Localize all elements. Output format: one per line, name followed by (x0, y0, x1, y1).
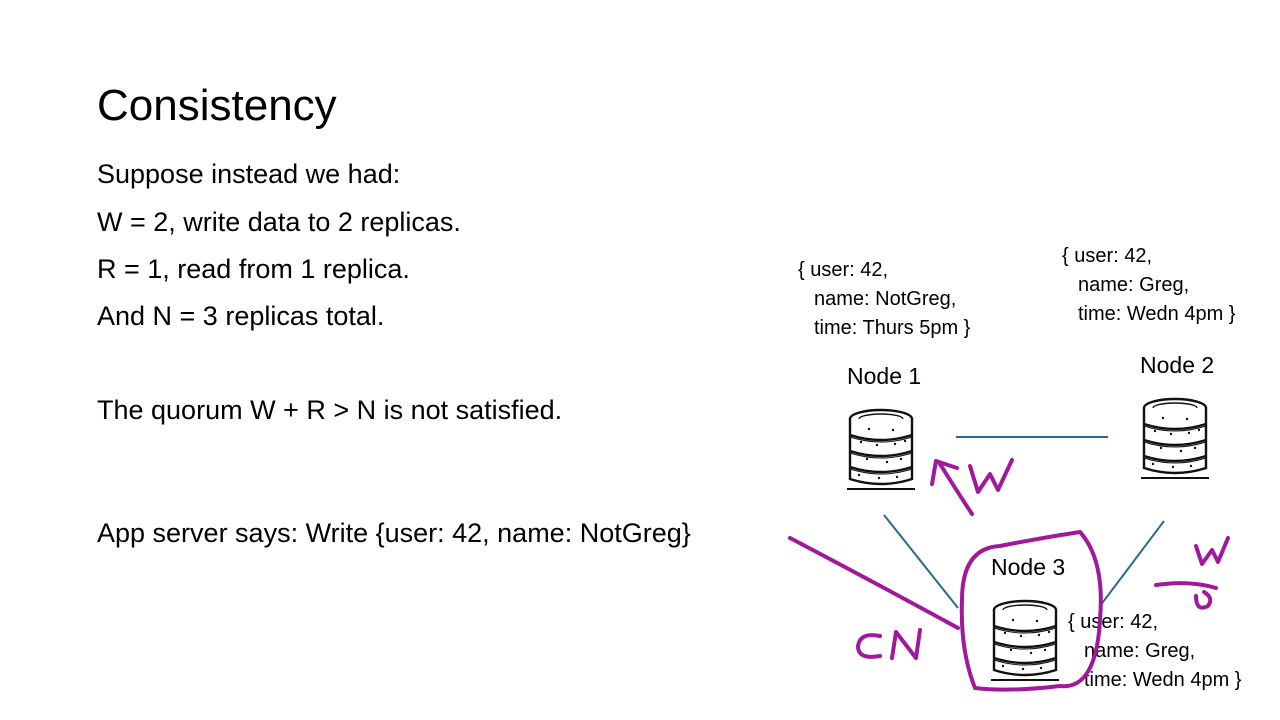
database-icon (989, 599, 1061, 682)
link-node2-node3 (1099, 520, 1165, 607)
node2-record-line: { user: 42, (1062, 245, 1153, 267)
write-arrow-shaft (938, 462, 974, 516)
ink-annotations (788, 458, 1230, 692)
node3-record-line: { user: 42, (1068, 611, 1159, 633)
cn-mark-c (856, 633, 882, 659)
slide-title: Consistency (97, 81, 337, 130)
node3-record-line: time: Wedn 4pm } (1084, 669, 1242, 691)
body-line-quorum: The quorum W + R > N is not satisfied. (97, 395, 563, 425)
body-line-n: And N = 3 replicas total. (97, 301, 385, 331)
node1-record-line: name: NotGreg, (814, 288, 957, 310)
node1-record-line: time: Thurs 5pm } (814, 317, 971, 339)
client-stroke (788, 536, 960, 630)
database-icon (845, 408, 917, 491)
write-arrow-right-head (1194, 590, 1213, 610)
node1-record-line: { user: 42, (798, 259, 889, 281)
node2-label: Node 2 (1140, 352, 1215, 378)
write-arrow-right-shaft (1154, 581, 1218, 590)
write-arrow-head (930, 459, 959, 486)
write-mark-w2 (1194, 536, 1230, 566)
body-line-suppose: Suppose instead we had: (97, 159, 401, 189)
node2-record: { user: 42, name: Greg, time: Wedn 4pm } (1062, 242, 1235, 329)
node2-record-line: time: Wedn 4pm } (1078, 303, 1236, 325)
body-line-w: W = 2, write data to 2 replicas. (97, 207, 461, 237)
node3-record: { user: 42, name: Greg, time: Wedn 4pm } (1068, 608, 1241, 695)
node1-label: Node 1 (847, 363, 922, 389)
node2-record-line: name: Greg, (1078, 274, 1190, 296)
node3-record-line: name: Greg, (1084, 640, 1196, 662)
body-line-r: R = 1, read from 1 replica. (97, 254, 410, 284)
cn-mark-n (890, 628, 922, 660)
node3-label: Node 3 (991, 554, 1066, 580)
node1-record: { user: 42, name: NotGreg, time: Thurs 5… (798, 256, 970, 343)
write-mark-w1 (968, 458, 1014, 494)
body-line-app-server: App server says: Write {user: 42, name: … (97, 518, 691, 548)
node3-highlight-loop (959, 530, 1103, 692)
database-icon (1139, 397, 1211, 480)
link-node1-node3 (883, 514, 959, 609)
